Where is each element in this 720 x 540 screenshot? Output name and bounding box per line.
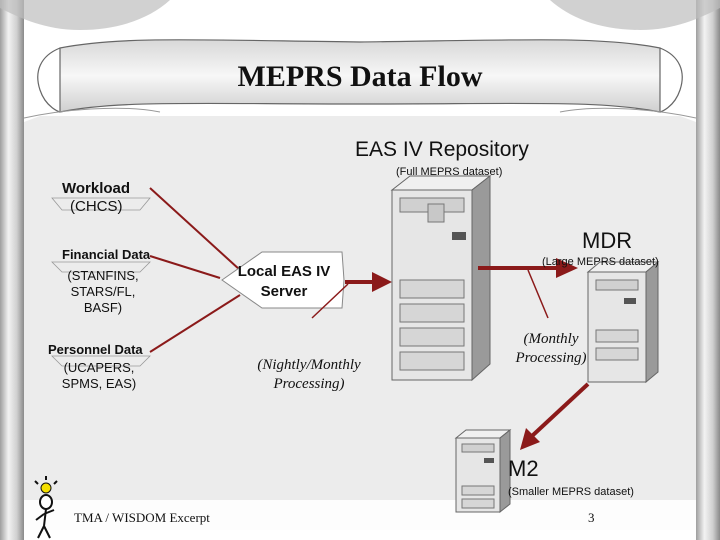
workload-connector: [149, 187, 241, 271]
mdr-server-icon: [586, 260, 660, 384]
financial-connector: [149, 255, 221, 279]
financial-sub: (STANFINS, STARS/FL, BASF): [67, 268, 139, 315]
content-panel: [24, 116, 696, 530]
slide-title: MEPRS Data Flow: [237, 60, 483, 93]
m2-subtitle: (Smaller MEPRS dataset): [508, 486, 634, 498]
thinking-figure-icon: [34, 476, 58, 539]
m2-server-icon: [454, 428, 512, 514]
workload-sub: (CHCS): [70, 198, 123, 215]
workload-label: Workload: [62, 180, 131, 197]
footer-text: TMA / WISDOM Excerpt: [74, 510, 210, 525]
mdr-subtitle: (Large MEPRS dataset): [542, 256, 659, 268]
repository-title: EAS IV Repository: [355, 138, 529, 161]
monthly-processing-label: (Monthly Processing): [515, 331, 587, 366]
page-number: 3: [588, 510, 595, 525]
repository-server-icon: [390, 174, 492, 382]
personnel-label: Personnel Data: [48, 342, 143, 357]
m2-title: M2: [508, 456, 539, 481]
local-server-box: [221, 251, 345, 309]
local-server-label: Local EAS IV Server: [237, 263, 331, 300]
arrow-to-m2: [520, 428, 540, 450]
right-pillar: [696, 0, 720, 540]
personnel-sub: (UCAPERS, SPMS, EAS): [61, 360, 137, 391]
nightly-processing-label: (Nightly/Monthly Processing): [257, 357, 361, 392]
repository-subtitle: (Full MEPRS dataset): [396, 166, 503, 178]
left-pillar: [0, 0, 24, 540]
mdr-title: MDR: [582, 228, 633, 253]
arrow-to-mdr: [556, 258, 578, 278]
arrow-to-repository: [372, 272, 392, 292]
financial-label: Financial Data: [62, 247, 151, 262]
personnel-connector: [149, 294, 241, 353]
